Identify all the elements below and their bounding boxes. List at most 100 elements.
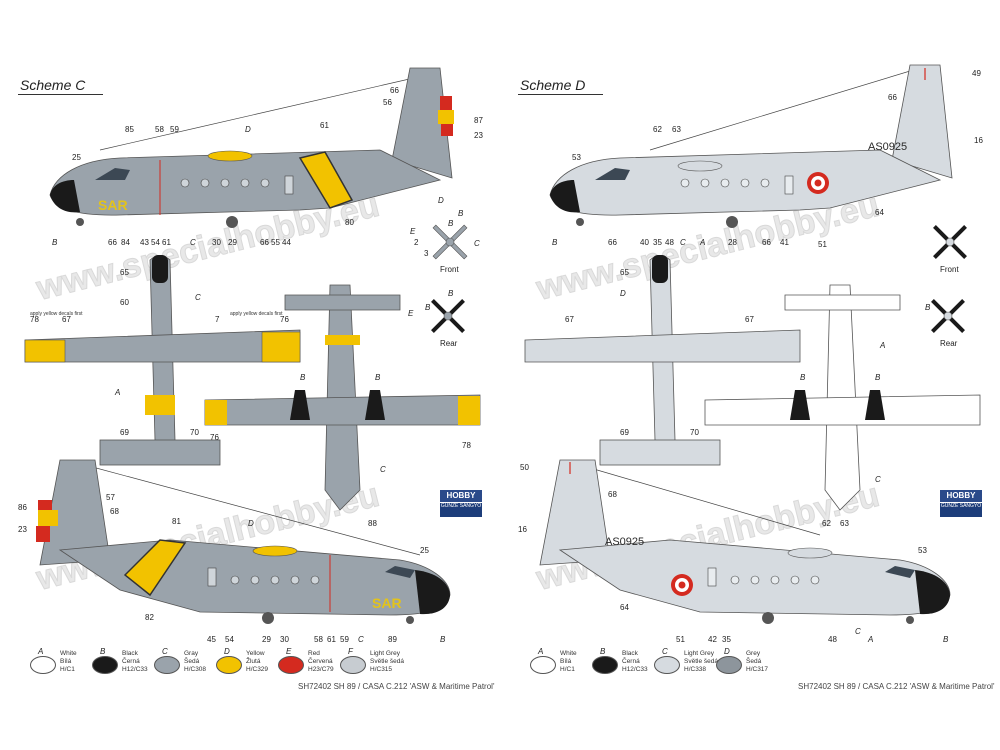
callout: 2	[414, 238, 419, 247]
color-swatch	[716, 656, 742, 674]
callout: 69	[620, 428, 629, 437]
roundel-top	[807, 172, 829, 194]
aircraft-side-profile-top: AS0925	[549, 64, 953, 228]
callout: 65	[120, 268, 129, 277]
callout: C	[474, 239, 480, 248]
callout-labels: 49 66 62 63 16 53 64 B 66 40 35 48 C A 2…	[518, 69, 983, 644]
title-underline	[518, 94, 603, 95]
callout: B	[552, 238, 558, 247]
callout: D	[248, 519, 254, 528]
callout: D	[245, 125, 251, 134]
roundel-bottom	[671, 574, 693, 596]
color-swatch	[92, 656, 118, 674]
callout: 23	[18, 525, 27, 534]
aircraft-top-view: apply yellow decals first apply yellow d…	[24, 255, 301, 466]
color-swatch	[530, 656, 556, 674]
callout: 70	[190, 428, 199, 437]
color-swatch	[654, 656, 680, 674]
callout: B	[425, 303, 431, 312]
callout: 54	[151, 238, 160, 247]
callout: 70	[690, 428, 699, 437]
callout: C	[680, 238, 686, 247]
callout: 69	[120, 428, 129, 437]
callout: 86	[18, 503, 27, 512]
callout: 64	[620, 603, 629, 612]
callout: B	[925, 303, 931, 312]
callout: B	[458, 209, 464, 218]
sar-code-top: SAR	[98, 197, 128, 213]
callout: 53	[572, 153, 581, 162]
callout: 84	[121, 238, 130, 247]
callout: 53	[918, 546, 927, 555]
propeller-rear-diagram: Rear	[431, 299, 465, 348]
color-swatch	[216, 656, 242, 674]
legend-item: C Light Grey Světle šedá H/C338	[654, 647, 718, 690]
callout: C	[190, 238, 196, 247]
callout: 55	[271, 238, 280, 247]
callout: 64	[875, 208, 884, 217]
callout: 88	[368, 519, 377, 528]
callout: 44	[282, 238, 291, 247]
scheme-c-sheet: Scheme C www.specialhobby.eu www.special…	[18, 67, 494, 691]
callout: 29	[228, 238, 237, 247]
color-legend: A White Bílá H/C1 B Black Černá H12/C33 …	[30, 647, 490, 690]
scheme-title: Scheme C	[20, 77, 86, 93]
callout: 58	[314, 635, 323, 644]
callout: B	[875, 373, 881, 382]
callout: 30	[212, 238, 221, 247]
propeller-front-diagram: Front	[432, 224, 468, 274]
legend-item: B Black Černá H12/C33	[592, 647, 652, 690]
callout: 66	[390, 86, 399, 95]
callout: B	[440, 635, 446, 644]
callout: B	[800, 373, 806, 382]
callout: C	[380, 465, 386, 474]
callout: 16	[518, 525, 527, 534]
callout: 68	[608, 490, 617, 499]
callout: A	[699, 238, 705, 247]
special-hobby-logo: HOBBY GUNZE SANGYO	[940, 490, 982, 518]
callout: 28	[728, 238, 737, 247]
callout: 66	[762, 238, 771, 247]
color-legend: A White Bílá H/C1 B Black Černá H12/C33 …	[530, 647, 990, 690]
color-swatch	[592, 656, 618, 674]
callout: 41	[780, 238, 789, 247]
scheme-d-sheet: Scheme D www.specialhobby.eu www.special…	[500, 0, 1000, 750]
callout: 35	[653, 238, 662, 247]
callout: 81	[172, 517, 181, 526]
callout: 51	[676, 635, 685, 644]
callout: B	[448, 219, 454, 228]
prop-rear-label: Rear	[940, 339, 958, 348]
callout: 35	[722, 635, 731, 644]
callout: E	[408, 309, 414, 318]
legend-item: E Red Červená H23/C79	[278, 647, 338, 690]
callout: 62	[822, 519, 831, 528]
callout: A	[114, 388, 120, 397]
callout: 67	[745, 315, 754, 324]
prop-rear-label: Rear	[440, 339, 458, 348]
callout: 56	[383, 98, 392, 107]
callout: A	[879, 341, 885, 350]
callout: B	[448, 289, 454, 298]
callout: 51	[818, 240, 827, 249]
callout: 68	[110, 507, 119, 516]
propeller-rear-diagram: Rear	[931, 299, 965, 348]
callout: 42	[708, 635, 717, 644]
callout: 65	[620, 268, 629, 277]
aircraft-top-view	[524, 255, 801, 466]
callout: D	[438, 196, 444, 205]
callout: 82	[145, 613, 154, 622]
callout: 59	[170, 125, 179, 134]
aircraft-side-profile-top: SAR	[49, 67, 454, 228]
callout: 66	[888, 93, 897, 102]
color-swatch	[340, 656, 366, 674]
callout: 48	[828, 635, 837, 644]
callout: 61	[320, 121, 329, 130]
callout: 61	[162, 238, 171, 247]
title-underline	[18, 94, 103, 95]
aircraft-side-profile-bottom: SAR	[36, 459, 451, 624]
callout: B	[375, 373, 381, 382]
callout: 54	[225, 635, 234, 644]
callout: 66	[108, 238, 117, 247]
legend-item: B Black Černá H12/C33	[92, 647, 152, 690]
callout: 80	[345, 218, 354, 227]
